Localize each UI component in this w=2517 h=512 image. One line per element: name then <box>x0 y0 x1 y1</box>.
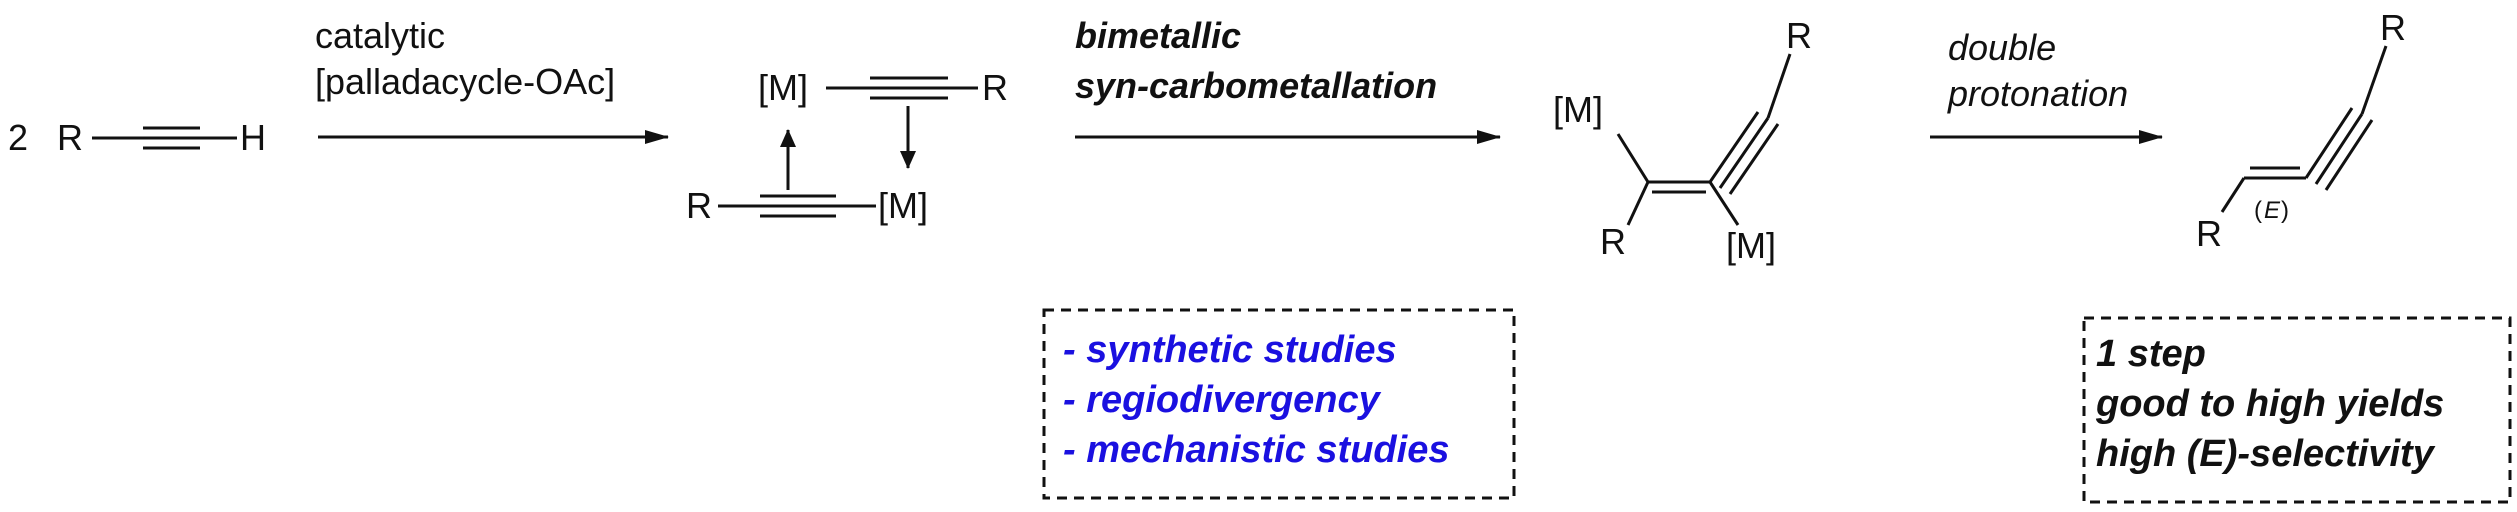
intermediate-metal-top: [M] <box>758 67 808 108</box>
reactant-coefficient: 2 <box>8 117 28 158</box>
enyne-bond-metal-bottom <box>1708 181 1740 226</box>
dimetallated-enyne: [M] R [M] R <box>1553 15 1812 266</box>
enyne-r-left: R <box>1600 221 1626 262</box>
step3-line2: protonation <box>1947 73 2128 114</box>
outcome-box-frame <box>2082 316 2512 504</box>
studies-box-frame <box>1042 308 1516 500</box>
step2-line1: bimetallic <box>1075 15 1241 56</box>
reactant-h: H <box>240 117 266 158</box>
enyne-r-top: R <box>1786 15 1812 56</box>
step3-conditions: double protonation <box>1930 27 2163 144</box>
product-r-top: R <box>2380 7 2406 48</box>
step3-line1: double <box>1948 27 2056 68</box>
step2-conditions: bimetallic syn-carbometallation <box>1075 15 1501 144</box>
reactant-alkyne: 2 R H <box>8 117 266 158</box>
product-r-bottom: R <box>2196 213 2222 254</box>
product-triple-bond-a <box>2304 107 2354 179</box>
product-stereo-e: E <box>2264 197 2281 224</box>
enyne-bond-r-left <box>1626 181 1650 226</box>
outcome-box: 1 step good to high yields high (E)-sele… <box>2082 316 2512 504</box>
product-bond-r-bottom <box>2220 177 2246 213</box>
product-bond-r-top <box>2360 45 2388 115</box>
product-triple-bond-c <box>2324 119 2374 191</box>
enyne-bond-r-top <box>1766 53 1792 119</box>
product-stereo-open: ( <box>2254 197 2262 224</box>
studies-item-mechanistic: - mechanistic studies <box>1063 429 1449 471</box>
studies-item-regiodivergency: - regiodivergency <box>1063 379 1382 421</box>
step2-line2: syn-carbometallation <box>1075 65 1437 106</box>
outcome-item-yields: good to high yields <box>2095 383 2444 425</box>
product-triple-bond-b <box>2314 113 2364 185</box>
enyne-bond-metal-top <box>1616 133 1650 183</box>
step1-conditions: catalytic [palladacycle-OAc] <box>315 15 669 144</box>
step1-line1: catalytic <box>315 15 445 56</box>
studies-box: - synthetic studies - regiodivergency - … <box>1042 308 1516 500</box>
reactant-r-group: R <box>57 117 83 158</box>
intermediate-metal-bottom: [M] <box>878 185 928 226</box>
studies-item-synthetic: - synthetic studies <box>1063 329 1397 371</box>
enyne-triple-bond-c <box>1728 123 1780 195</box>
product-stereo-close: ) <box>2281 197 2289 224</box>
enyne-metal-bottom: [M] <box>1726 225 1776 266</box>
intermediate-r-top: R <box>982 67 1008 108</box>
enyne-triple-bond-a <box>1708 111 1760 183</box>
enyne-metal-top: [M] <box>1553 89 1603 130</box>
enyne-triple-bond-b <box>1718 117 1770 189</box>
outcome-item-steps: 1 step <box>2096 333 2206 375</box>
outcome-item-selectivity: high (E)-selectivity <box>2096 433 2436 475</box>
bimetallic-intermediate: [M] R R [M] <box>686 67 1008 226</box>
step1-line2: [palladacycle-OAc] <box>315 61 615 102</box>
intermediate-r-bottom: R <box>686 185 712 226</box>
e-enyne-product: R ( E ) R <box>2196 7 2406 254</box>
